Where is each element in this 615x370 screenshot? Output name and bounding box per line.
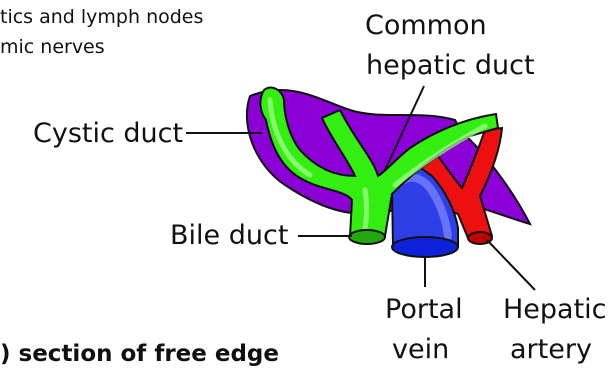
label-hepatic-artery-line1: Hepatic (503, 296, 607, 323)
label-hepatic-artery-line2: artery (510, 336, 592, 363)
top-text-fragment-2: mic nerves (0, 38, 105, 57)
bottom-caption-fragment: ) section of free edge (0, 343, 279, 366)
label-cystic-duct: Cystic duct (33, 120, 183, 147)
label-bile-duct: Bile duct (170, 222, 288, 249)
top-text-fragment-1: tics and lymph nodes (0, 8, 203, 27)
leader-hepatic-artery (487, 240, 535, 290)
label-portal-vein-line1: Portal (385, 296, 463, 323)
portal-vein-end (392, 237, 458, 257)
bile-duct-end (349, 230, 385, 244)
label-portal-vein-line2: vein (392, 336, 449, 363)
label-common-hepatic-duct-line2: hepatic duct (366, 52, 535, 79)
label-common-hepatic-duct-line1: Common (365, 12, 487, 39)
